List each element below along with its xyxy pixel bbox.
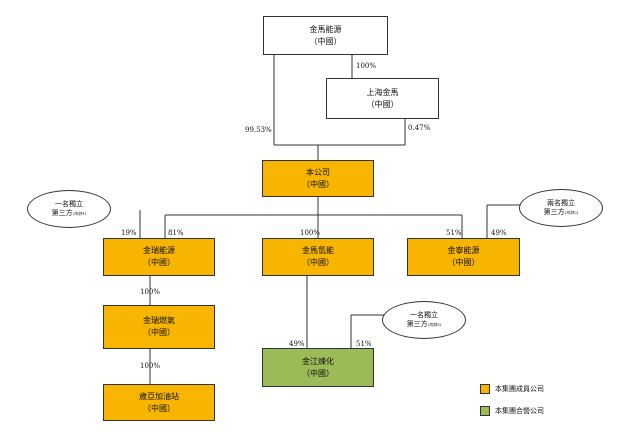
- box-name: 金馬能源: [309, 24, 342, 34]
- pct-100-gas: 100%: [140, 288, 161, 296]
- third-party-line2: 第三方(附註1): [51, 209, 87, 217]
- pct-9953: 99.53%: [245, 126, 272, 134]
- box-jinma-energy: 金馬能源 （中國）: [263, 16, 388, 55]
- box-company: 本公司 （中國）: [262, 160, 374, 197]
- box-jinning-energy: 金寧能源 （中國）: [407, 238, 520, 276]
- box-name: 上海金馬: [366, 87, 399, 97]
- third-party-left: 一名獨立 第三方(附註1): [27, 190, 111, 228]
- box-region: （中國）: [302, 368, 334, 378]
- third-party-line2: 第三方(附註3): [406, 320, 442, 328]
- note-ref: (附註3): [427, 322, 442, 327]
- box-region: （中國）: [302, 258, 334, 267]
- legend-swatch-member: [480, 384, 490, 394]
- box-region: （中國）: [302, 179, 334, 189]
- pct-100-station: 100%: [140, 362, 161, 370]
- box-name: 本公司: [306, 167, 330, 177]
- third-party-bottom: 一名獨立 第三方(附註3): [382, 301, 466, 339]
- legend-swatch-jv: [480, 406, 490, 416]
- third-party-line1: 一名獨立: [55, 200, 83, 208]
- pct-51-jinning: 51%: [446, 229, 462, 237]
- third-party-right: 兩名獨立 第三方(附註2): [519, 189, 603, 227]
- box-region: （中國）: [143, 328, 175, 337]
- box-name: 金寧能源: [447, 246, 480, 255]
- third-party-line2: 第三方(附註2): [543, 208, 579, 216]
- legend-label-member: 本集團成員公司: [495, 385, 544, 393]
- box-region: （中國）: [143, 403, 175, 413]
- box-jinjiang-chem: 金江煉化 （中國）: [262, 348, 374, 387]
- box-name: 金江煉化: [302, 356, 334, 366]
- box-jinma-hydrogen: 金馬氫能 （中國）: [262, 238, 374, 276]
- box-name: 歲亞加油站: [139, 391, 179, 401]
- box-shanghai-jinma: 上海金馬 （中國）: [326, 78, 439, 119]
- third-party-line1: 一名獨立: [410, 311, 438, 319]
- box-name: 金瑞燃氣: [143, 316, 175, 325]
- box-region: （中國）: [366, 99, 399, 109]
- third-party-line1: 兩名獨立: [547, 199, 575, 207]
- pct-shanghai: 100%: [356, 62, 377, 70]
- pct-047: 0.47%: [408, 124, 431, 132]
- box-region: （中國）: [447, 258, 480, 267]
- box-name: 金瑞能源: [143, 246, 175, 255]
- note-ref: (附註2): [564, 210, 579, 215]
- pct-51-jinjiang: 51%: [356, 340, 372, 348]
- pct-19: 19%: [121, 229, 137, 237]
- box-jinrui-gas: 金瑞燃氣 （中國）: [103, 305, 215, 349]
- box-station: 歲亞加油站 （中國）: [103, 384, 215, 421]
- box-region: （中國）: [143, 258, 175, 267]
- box-region: （中國）: [309, 36, 342, 46]
- box-jinrui-energy: 金瑞能源 （中國）: [103, 238, 215, 276]
- box-name: 金馬氫能: [302, 246, 334, 255]
- pct-49-jinning: 49%: [491, 229, 507, 237]
- pct-49-jinjiang: 49%: [289, 340, 305, 348]
- pct-81: 81%: [168, 229, 184, 237]
- note-ref: (附註1): [72, 211, 87, 216]
- legend-label-jv: 本集團合營公司: [495, 407, 544, 415]
- pct-100-hydrogen: 100%: [300, 229, 321, 237]
